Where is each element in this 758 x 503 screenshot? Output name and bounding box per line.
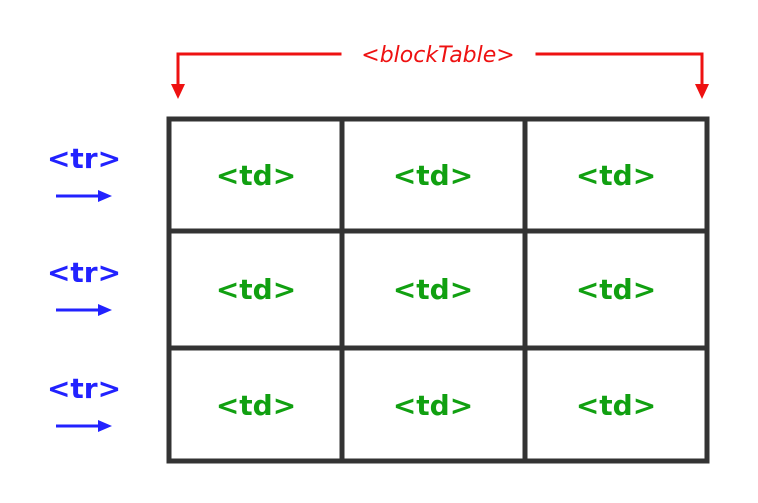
row-label-1: <tr> — [47, 142, 121, 175]
bracket-left-segment — [176, 52, 342, 86]
cell-label-r3-c2: <td> — [393, 389, 473, 422]
row-label-2: <tr> — [47, 256, 121, 289]
cell-label-r2-c1: <td> — [216, 273, 296, 306]
cell-label-r1-c1: <td> — [216, 159, 296, 192]
row-arrowhead-3 — [98, 420, 112, 432]
row-label-3: <tr> — [47, 372, 121, 405]
row-arrowhead-2 — [98, 304, 112, 316]
bracket-right-segment — [535, 52, 704, 86]
cell-label-r2-c3: <td> — [576, 273, 656, 306]
blocktable-label: <blockTable> — [361, 43, 514, 68]
cell-label-r1-c2: <td> — [393, 159, 473, 192]
table-grid — [166, 116, 710, 464]
cell-label-r1-c3: <td> — [576, 159, 656, 192]
bracket-right-arrowhead — [695, 84, 709, 99]
cell-label-r3-c3: <td> — [576, 389, 656, 422]
row-labels: <tr> <tr> <tr> — [47, 142, 121, 432]
bracket-left-arrowhead — [171, 84, 185, 99]
cell-labels: <td> <td> <td> <td> <td> <td> <td> <td> <td> — [216, 159, 656, 422]
cell-label-r2-c2: <td> — [393, 273, 473, 306]
table-border — [166, 116, 710, 464]
row-arrowhead-1 — [98, 190, 112, 202]
blocktable-bracket: <blockTable> — [171, 43, 709, 99]
cell-label-r3-c1: <td> — [216, 389, 296, 422]
